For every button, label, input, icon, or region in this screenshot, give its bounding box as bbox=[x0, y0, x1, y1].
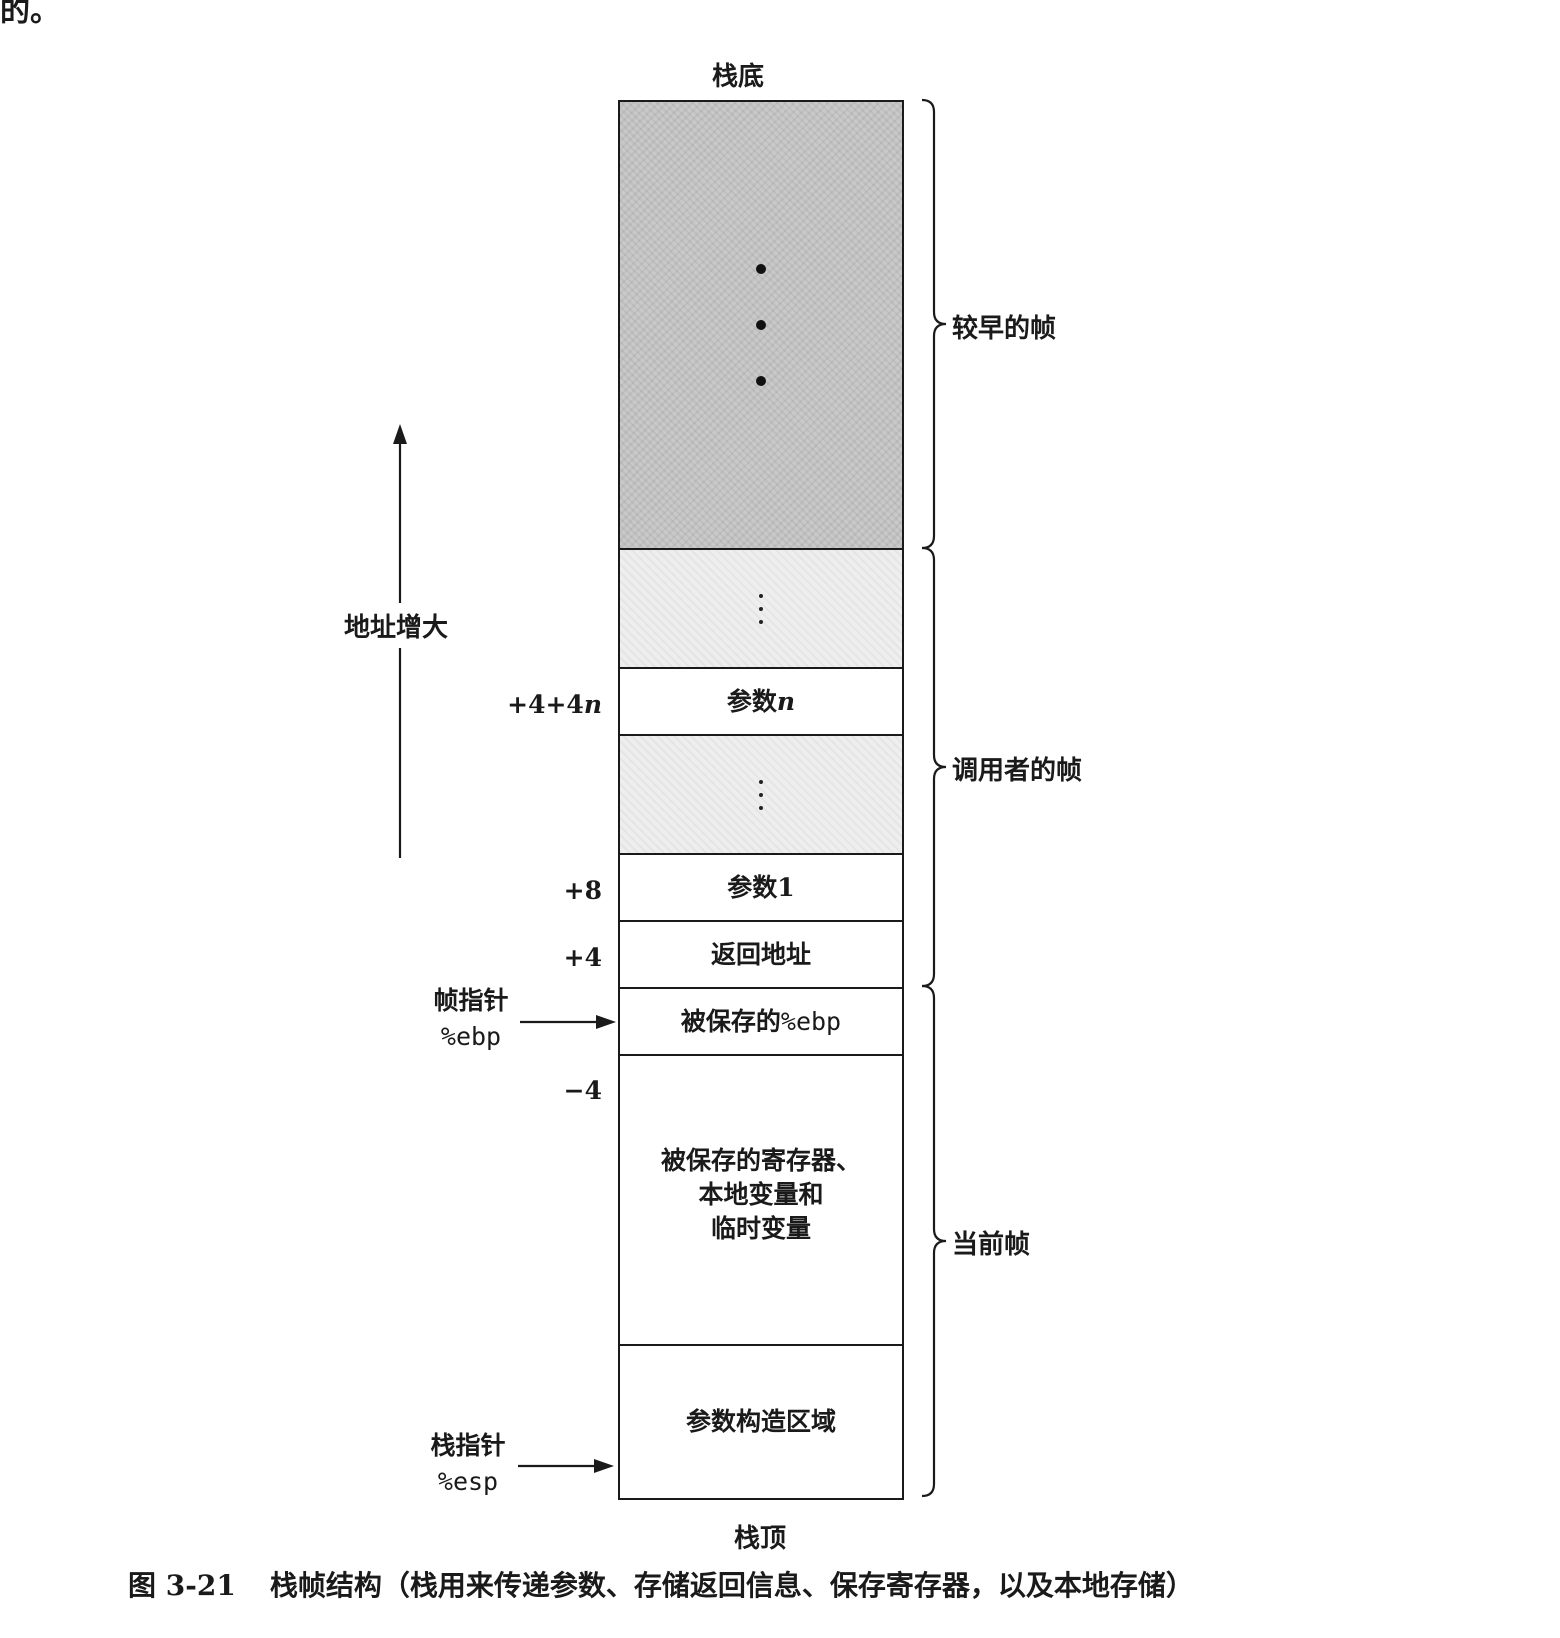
saved-ebp-cell: 被保存的%ebp bbox=[618, 987, 904, 1054]
locals-line-2: 本地变量和 bbox=[698, 1180, 824, 1209]
caller-upper-ellipsis-cell bbox=[618, 548, 904, 667]
stack-top-label: 栈顶 bbox=[733, 1524, 786, 1554]
previous-text-fragment: 的。 bbox=[0, 0, 60, 29]
offset-param-n-variable: n bbox=[583, 690, 602, 719]
arg-build-cell: 参数构造区域 bbox=[618, 1344, 904, 1500]
current-frame-label: 当前帧 bbox=[952, 1230, 1031, 1260]
stack-pointer-register: %esp bbox=[437, 1467, 499, 1496]
figure-caption-text: 栈帧结构（栈用来传递参数、存储返回信息、保存寄存器，以及本地存储） bbox=[269, 1569, 1194, 1602]
ellipsis-dots-small bbox=[759, 779, 763, 810]
offset-param-n-prefix: +4+4 bbox=[507, 690, 584, 719]
earlier-frames-cell bbox=[618, 100, 904, 548]
earlier-frames-brace bbox=[921, 98, 947, 550]
saved-ebp-register: %ebp bbox=[780, 1006, 842, 1036]
frame-pointer-arrow bbox=[520, 1015, 616, 1029]
caller-middle-ellipsis-cell bbox=[618, 734, 904, 853]
figure-number: 图 3-21 bbox=[128, 1569, 236, 1602]
frame-pointer-register: %ebp bbox=[440, 1022, 502, 1051]
locals-line-1: 被保存的寄存器、 bbox=[660, 1146, 861, 1175]
offset-locals: −4 bbox=[563, 1076, 602, 1105]
locals-text: 被保存的寄存器、 本地变量和 临时变量 bbox=[661, 1144, 861, 1246]
current-frame-brace bbox=[921, 984, 947, 1498]
param-1-label: 参数1 bbox=[727, 872, 795, 902]
offset-param-n: +4+4n bbox=[462, 690, 602, 719]
return-address-cell: 返回地址 bbox=[618, 920, 904, 987]
arg-build-label: 参数构造区域 bbox=[685, 1407, 836, 1436]
locals-line-3: 临时变量 bbox=[710, 1214, 811, 1243]
return-address-label: 返回地址 bbox=[710, 939, 811, 969]
param-1-cell: 参数1 bbox=[618, 853, 904, 920]
ellipsis-dots-small bbox=[759, 593, 763, 624]
locals-cell: 被保存的寄存器、 本地变量和 临时变量 bbox=[618, 1054, 904, 1344]
offset-param-1: +8 bbox=[563, 876, 602, 905]
frame-braces bbox=[921, 98, 947, 1498]
frame-pointer-name: 帧指针 bbox=[433, 986, 509, 1015]
param-n-variable: n bbox=[776, 686, 796, 716]
earlier-frames-label: 较早的帧 bbox=[952, 314, 1057, 344]
address-growth-label: 地址增大 bbox=[344, 603, 449, 648]
caller-frame-label: 调用者的帧 bbox=[952, 756, 1083, 786]
stack-bottom-label: 栈底 bbox=[711, 62, 764, 92]
caller-frame-brace bbox=[921, 546, 947, 988]
param-n-label: 参数 bbox=[726, 686, 777, 716]
offset-return-address: +4 bbox=[563, 943, 602, 972]
frame-pointer-label: 帧指针 %ebp bbox=[411, 983, 531, 1055]
ellipsis-dots bbox=[756, 264, 766, 386]
saved-ebp-label: 被保存的 bbox=[680, 1006, 781, 1036]
stack-pointer-name: 栈指针 bbox=[430, 1431, 506, 1460]
stack-pointer-arrow bbox=[518, 1459, 614, 1473]
stack-pointer-label: 栈指针 %esp bbox=[408, 1428, 528, 1500]
address-growth-arrow bbox=[393, 424, 407, 858]
figure-caption: 图 3-21 栈帧结构（栈用来传递参数、存储返回信息、保存寄存器，以及本地存储） bbox=[128, 1564, 1194, 1604]
